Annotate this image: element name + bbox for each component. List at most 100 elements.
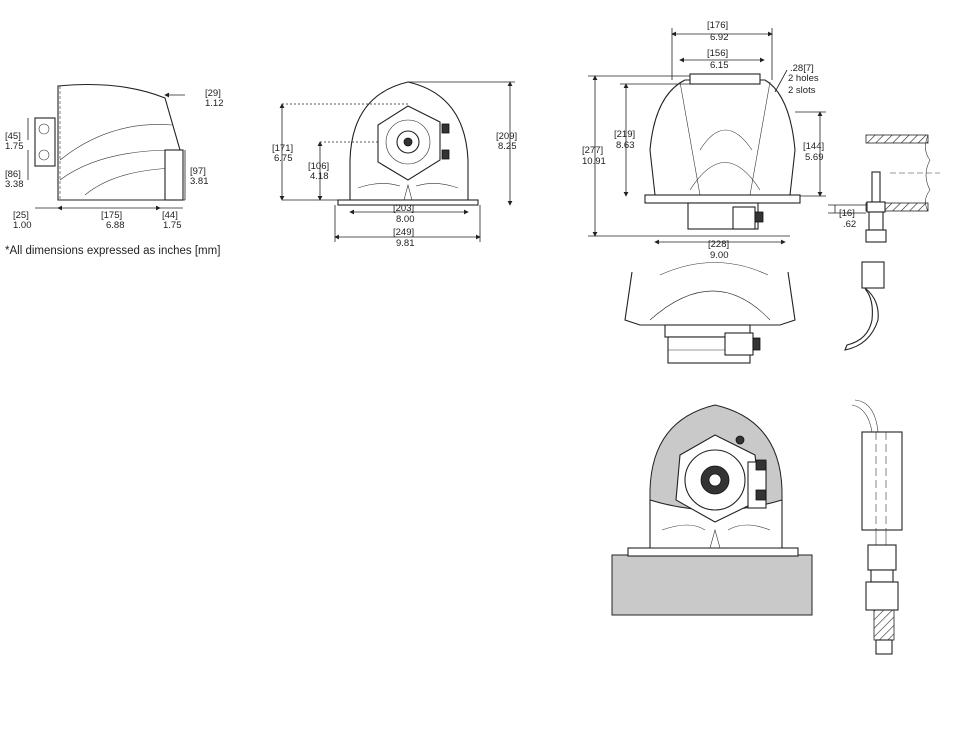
rear-detail-fitting-nut: [752, 337, 761, 351]
shelf-body-slot: [661, 524, 706, 531]
shelf-pump-base: [627, 547, 799, 557]
front-tube-fitting-top: [441, 123, 450, 134]
rear-top-width-in: 6.92: [710, 32, 729, 43]
rear-holes-leader: [774, 69, 788, 93]
front-body-slot: [357, 183, 401, 189]
side-right-height-in: 3.81: [190, 176, 209, 187]
fitting-offset-in: .62: [843, 219, 856, 230]
units-note: *All dimensions expressed as inches [mm]: [5, 245, 220, 257]
connector-sleeve: [861, 431, 903, 531]
rear-detail-body: [624, 271, 796, 326]
side-top-offset-in: 1.12: [205, 98, 224, 109]
shelf-body-slot: [727, 524, 771, 531]
rear-holes-line1: 2 holes: [788, 73, 819, 84]
side-mount-bracket: [34, 117, 56, 167]
fitting-view: [16] .62: [828, 134, 940, 351]
shelf-tube-fitting-bottom: [755, 489, 767, 501]
side-base-left-mm: [25]: [13, 210, 29, 221]
side-body-outline: [57, 83, 183, 201]
front-tube-fitting-bottom: [441, 149, 450, 160]
shelf-body-notch: [709, 528, 721, 549]
shelf-view: [611, 404, 813, 616]
side-length-mm: [175]: [101, 210, 122, 221]
front-body-notch: [403, 183, 413, 201]
rear-view: [176] 6.92 [156] 6.15 .28[7] 2 holes 2 s…: [582, 20, 826, 261]
side-body-curve: [84, 167, 176, 196]
front-width-total-in: 9.81: [396, 238, 415, 249]
front-height-shaft-in: 4.18: [310, 171, 329, 182]
wall-break-line: [925, 134, 931, 212]
rear-body-outline: [649, 79, 796, 196]
shelf-screw: [735, 435, 745, 445]
rear-height-total-mm: [277]: [582, 145, 603, 156]
front-width-inner-in: 8.00: [396, 214, 415, 225]
rear-body-arch: [699, 129, 753, 151]
rear-base-plate: [644, 194, 801, 204]
shelf-rotor-shaft: [708, 473, 722, 487]
front-height-total-mm: [209]: [496, 131, 517, 142]
front-body-slot: [415, 183, 459, 189]
side-mount-upper-mm: [45]: [5, 131, 21, 142]
wall-top-hatch: [865, 134, 929, 144]
front-width-total-mm: [249]: [393, 227, 414, 238]
front-rotor-ring: [385, 119, 431, 165]
rear-base-width-in: 9.00: [710, 250, 729, 261]
front-height-center-mm: [171]: [272, 143, 293, 154]
fitting-nut-mid: [865, 229, 887, 243]
fitting-nut-top: [866, 201, 886, 213]
side-mount-lower-in: 3.38: [5, 179, 24, 190]
rear-body-rib: [679, 81, 701, 196]
side-mount-lower-mm: [86]: [5, 169, 21, 180]
side-right-depth-mm: [44]: [162, 210, 178, 221]
front-height-center-in: 6.75: [274, 153, 293, 164]
connector-tube-top: [851, 404, 873, 433]
rear-top-width-mm: [176]: [707, 20, 728, 31]
rear-holes-line2: 2 slots: [788, 85, 816, 96]
rear-detail-fitting: [724, 332, 754, 356]
side-top-offset-mm: [29]: [205, 88, 221, 99]
side-body-curve: [59, 149, 176, 181]
fitting-body: [868, 211, 884, 231]
side-mount-upper-in: 1.75: [5, 141, 24, 152]
side-body-curve: [59, 124, 173, 161]
rear-fitting-block: [732, 206, 756, 230]
rear-holes-value: .28[7]: [790, 63, 814, 74]
side-pump-head: [164, 149, 184, 201]
rear-detail-arch: [649, 290, 771, 321]
front-height-total-in: 8.25: [498, 141, 517, 152]
wall-bottom-hatch: [865, 202, 929, 212]
connector-body: [870, 569, 894, 583]
front-base-plate: [337, 199, 479, 206]
rear-height-total-in: 10.91: [582, 156, 606, 167]
connector-nut-upper: [867, 544, 897, 571]
rear-inner-width-mm: [156]: [707, 48, 728, 59]
fitting-stem: [871, 171, 881, 203]
connector-detail-view: [851, 399, 903, 655]
front-height-shaft-mm: [106]: [308, 161, 329, 172]
side-right-height-mm: [97]: [190, 166, 206, 177]
fitting-tube: [844, 287, 879, 351]
front-rotor-shaft: [403, 137, 413, 147]
rear-height-body-in: 8.63: [616, 140, 635, 151]
rear-height-right-in: 5.69: [805, 152, 824, 163]
fitting-nut-bottom: [861, 261, 885, 289]
shelf-block: [611, 554, 813, 616]
connector-thread: [873, 609, 895, 641]
front-view: [171] 6.75 [106] 4.18 [209] 8.25 [203] 8…: [272, 81, 517, 249]
connector-nut-lower: [865, 581, 899, 611]
side-view: [29] 1.12 [45] 1.75 [86] 3.38 [97] 3.81 …: [5, 83, 224, 257]
rear-height-right-mm: [144]: [803, 141, 824, 152]
front-width-inner-mm: [203]: [393, 203, 414, 214]
rear-detail-view: [624, 262, 796, 364]
rear-top-cap: [689, 73, 761, 85]
connector-tube-top: [854, 399, 879, 433]
side-mount-hole-upper: [38, 123, 50, 135]
shelf-tube-fitting-top: [755, 459, 767, 471]
side-base-left-in: 1.00: [13, 220, 32, 231]
fitting-offset-mm: [16]: [839, 208, 855, 219]
rear-body-rib: [749, 81, 771, 196]
connector-tip: [875, 639, 893, 655]
rear-height-body-mm: [219]: [614, 129, 635, 140]
side-right-depth-in: 1.75: [163, 220, 182, 231]
